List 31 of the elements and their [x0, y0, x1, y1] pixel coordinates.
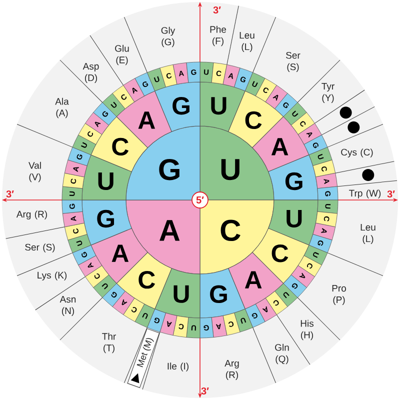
amino-acid-label: Thr (T) — [102, 332, 116, 354]
amino-acid-label: Gly (G) — [161, 26, 176, 48]
amino-acid-label: Ala (A) — [55, 98, 69, 118]
amino-acid-label: Arg (R) — [224, 360, 239, 380]
amino-acid-label: Arg (R) — [16, 210, 47, 220]
amino-acid-label: Leu (L) — [240, 32, 254, 52]
amino-acid-label: Gln (Q) — [275, 344, 289, 364]
amino-acid-label: Leu (L) — [360, 224, 376, 244]
strand-end-label: 3′ — [387, 190, 395, 198]
amino-acid-label: Trp (W) — [349, 190, 381, 198]
strand-end-label: 3′ — [201, 387, 209, 395]
amino-acid-label: Ile (I) — [168, 362, 188, 372]
base-segment: U — [154, 268, 200, 318]
strand-end-label: 3′ — [213, 6, 221, 14]
amino-acid-label: Asp (D) — [82, 63, 99, 83]
amino-acid-label: Glu (E) — [115, 44, 129, 66]
base-segment: U — [268, 200, 318, 246]
amino-acid-label: Tyr (Y) — [322, 83, 334, 103]
amino-acid-label: Ser (S) — [286, 52, 300, 72]
amino-acid-label: Asn (N) — [60, 296, 76, 316]
amino-acid-label: Pro (P) — [332, 285, 346, 305]
amino-acid-label: Lys (K) — [38, 272, 67, 280]
amino-acid-label: Cys (C) — [341, 148, 373, 158]
amino-acid-label: Phe (F) — [210, 26, 226, 46]
start-codon-label: Met (M) — [127, 328, 160, 388]
base-segment: U — [82, 154, 132, 200]
amino-acid-label: His (H) — [300, 320, 314, 340]
amino-acid-label: Ser (S) — [25, 244, 55, 252]
strand-end-label: 3′ — [6, 190, 14, 198]
amino-acid-label: Val (V) — [28, 162, 41, 182]
base-segment: G — [154, 82, 200, 132]
